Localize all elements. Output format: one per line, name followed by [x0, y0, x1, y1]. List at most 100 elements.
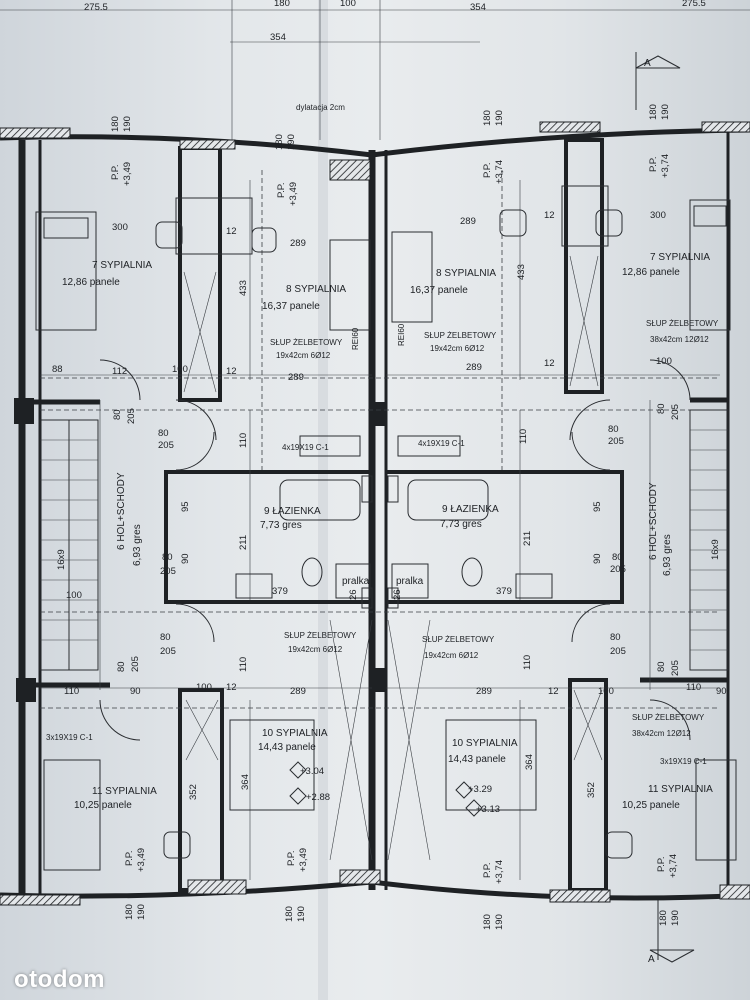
dashed-beams	[40, 170, 720, 709]
svg-text:P.P.: P.P.	[124, 850, 135, 866]
svg-text:6,93 gres: 6,93 gres	[662, 534, 673, 576]
svg-text:9 ŁAZIENKA: 9 ŁAZIENKA	[442, 504, 499, 515]
svg-text:364: 364	[524, 754, 535, 770]
svg-text:+3.04: +3.04	[300, 766, 324, 777]
svg-text:8 SYPIALNIA: 8 SYPIALNIA	[436, 268, 496, 279]
svg-text:9 ŁAZIENKA: 9 ŁAZIENKA	[264, 506, 321, 517]
svg-text:90: 90	[130, 686, 141, 697]
svg-text:80: 80	[608, 424, 619, 435]
svg-text:190: 190	[670, 910, 681, 926]
svg-text:+3,49: +3,49	[298, 848, 309, 872]
svg-text:300: 300	[650, 210, 666, 221]
svg-text:180: 180	[482, 914, 493, 930]
svg-text:11 SYPIALNIA: 11 SYPIALNIA	[92, 786, 157, 797]
svg-text:190: 190	[494, 110, 505, 126]
svg-text:289: 289	[290, 238, 306, 249]
svg-text:P.P.: P.P.	[648, 156, 659, 172]
svg-text:190: 190	[136, 904, 147, 920]
svg-text:100: 100	[656, 356, 672, 367]
svg-text:90: 90	[180, 553, 191, 564]
svg-text:80: 80	[162, 552, 173, 563]
svg-text:110: 110	[522, 655, 533, 670]
section-mark-bottom: A	[648, 900, 695, 965]
svg-text:19x42cm 6Ø12: 19x42cm 6Ø12	[424, 651, 479, 660]
svg-text:180: 180	[284, 906, 295, 922]
lintel-note-br: 3x19X19 C-1	[660, 757, 707, 766]
room-label-6-right: 6 HOL+SCHODY 6,93 gres	[648, 482, 673, 576]
room-label-10-left: 10 SYPIALNIA 14,43 panele	[258, 728, 328, 753]
svg-text:12: 12	[544, 210, 555, 221]
lintel-note-bl: 3x19X19 C-1	[46, 733, 93, 742]
svg-text:10,25 panele: 10,25 panele	[622, 800, 680, 811]
svg-text:180: 180	[482, 110, 493, 126]
lintel-note-right: 4x19X19 C-1	[418, 439, 465, 448]
svg-text:379: 379	[272, 586, 288, 597]
svg-text:100: 100	[172, 364, 188, 375]
dim-top-5: 354	[470, 2, 486, 13]
svg-text:289: 289	[288, 372, 304, 383]
svg-text:26: 26	[392, 589, 403, 600]
walls	[0, 121, 750, 906]
section-mark-top-label: A	[644, 58, 651, 69]
svg-text:205: 205	[608, 436, 624, 447]
svg-text:190: 190	[494, 914, 505, 930]
svg-text:180: 180	[658, 910, 669, 926]
dimension-lines	[40, 180, 720, 880]
section-mark-bottom-label: A	[648, 954, 655, 965]
svg-text:38x42cm 12Ø12: 38x42cm 12Ø12	[632, 729, 691, 738]
section-mark-top: A	[635, 52, 681, 110]
svg-text:P.P.: P.P.	[482, 162, 493, 178]
svg-text:180: 180	[110, 116, 121, 132]
svg-text:14,43 panele: 14,43 panele	[448, 754, 506, 765]
svg-text:289: 289	[290, 686, 306, 697]
stairs-left	[39, 419, 99, 671]
svg-text:300: 300	[112, 222, 128, 233]
svg-text:6,93 gres: 6,93 gres	[132, 524, 143, 566]
svg-text:+3,74: +3,74	[494, 860, 505, 884]
svg-text:180: 180	[648, 104, 659, 120]
room-label-11-right: 11 SYPIALNIA 10,25 panele	[622, 784, 713, 811]
svg-text:190: 190	[286, 134, 297, 150]
svg-text:7,73 gres: 7,73 gres	[260, 520, 302, 531]
fire-rating-left: REI60	[351, 327, 360, 350]
dimension-values: 300 300 289 289 289 289 289 289 12 12 12…	[52, 210, 727, 800]
dilatation-label: dylatacja 2cm	[296, 103, 345, 112]
svg-text:110: 110	[686, 682, 701, 693]
svg-text:205: 205	[158, 440, 174, 451]
svg-text:100: 100	[196, 682, 212, 693]
column-note-3: SŁUP ŻELBETOWY	[646, 319, 719, 328]
svg-text:364: 364	[240, 774, 251, 790]
page-fold	[318, 0, 328, 1000]
svg-text:6 HOL+SCHODY: 6 HOL+SCHODY	[116, 472, 127, 550]
dim-top-2: 180	[274, 0, 290, 9]
svg-text:80: 80	[612, 552, 623, 563]
door-swings	[99, 359, 691, 741]
svg-text:190: 190	[296, 906, 307, 922]
svg-text:80: 80	[158, 428, 169, 439]
svg-text:10,25 panele: 10,25 panele	[74, 800, 132, 811]
svg-text:12: 12	[226, 366, 237, 377]
svg-text:80: 80	[116, 661, 127, 672]
dim-top-3: 100	[340, 0, 356, 9]
svg-text:P.P.: P.P.	[286, 850, 297, 866]
room-label-9-left: 9 ŁAZIENKA 7,73 gres	[260, 506, 321, 531]
svg-text:80: 80	[610, 632, 621, 643]
svg-text:289: 289	[460, 216, 476, 227]
svg-text:205: 205	[670, 404, 681, 420]
otodom-watermark: otodom	[14, 966, 105, 993]
svg-text:80: 80	[160, 632, 171, 643]
window-sill-notes: P.P. +3,49 180 190 P.P. +3,49 180 190 P.…	[110, 104, 681, 930]
svg-text:80: 80	[656, 403, 667, 414]
svg-text:12: 12	[226, 226, 237, 237]
svg-text:352: 352	[188, 784, 199, 800]
room-label-7-right: 7 SYPIALNIA 12,86 panele	[622, 252, 710, 278]
stairs-right	[689, 409, 729, 671]
svg-text:+3,74: +3,74	[494, 160, 505, 184]
svg-text:289: 289	[476, 686, 492, 697]
svg-text:211: 211	[522, 531, 533, 546]
washer-right: pralka	[396, 576, 424, 587]
room-label-7-left: 7 SYPIALNIA 12,86 panele	[62, 260, 152, 288]
room-label-11-left: 11 SYPIALNIA 10,25 panele	[74, 786, 157, 811]
room-label-9-right: 9 ŁAZIENKA 7,73 gres	[440, 504, 499, 530]
dim-top-6: 275.5	[682, 0, 706, 9]
